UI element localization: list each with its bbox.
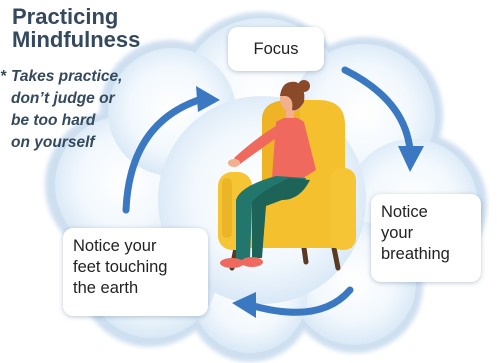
note-asterisk: * <box>0 66 6 88</box>
page-title: Practicing Mindfulness <box>12 5 182 51</box>
practice-note: * Takes practice, don’t judge or be too … <box>0 66 170 154</box>
step-breathing-label: Notice your breathing <box>381 203 450 263</box>
note-text: Takes practice, don’t judge or be too ha… <box>11 66 170 154</box>
step-focus-label: Focus <box>254 40 299 58</box>
step-focus: Focus <box>228 27 324 71</box>
step-notice-feet: Notice your feet touching the earth <box>63 228 208 316</box>
step-notice-breathing: Notice your breathing <box>371 194 481 282</box>
step-feet-label: Notice your feet touching the earth <box>73 237 168 297</box>
